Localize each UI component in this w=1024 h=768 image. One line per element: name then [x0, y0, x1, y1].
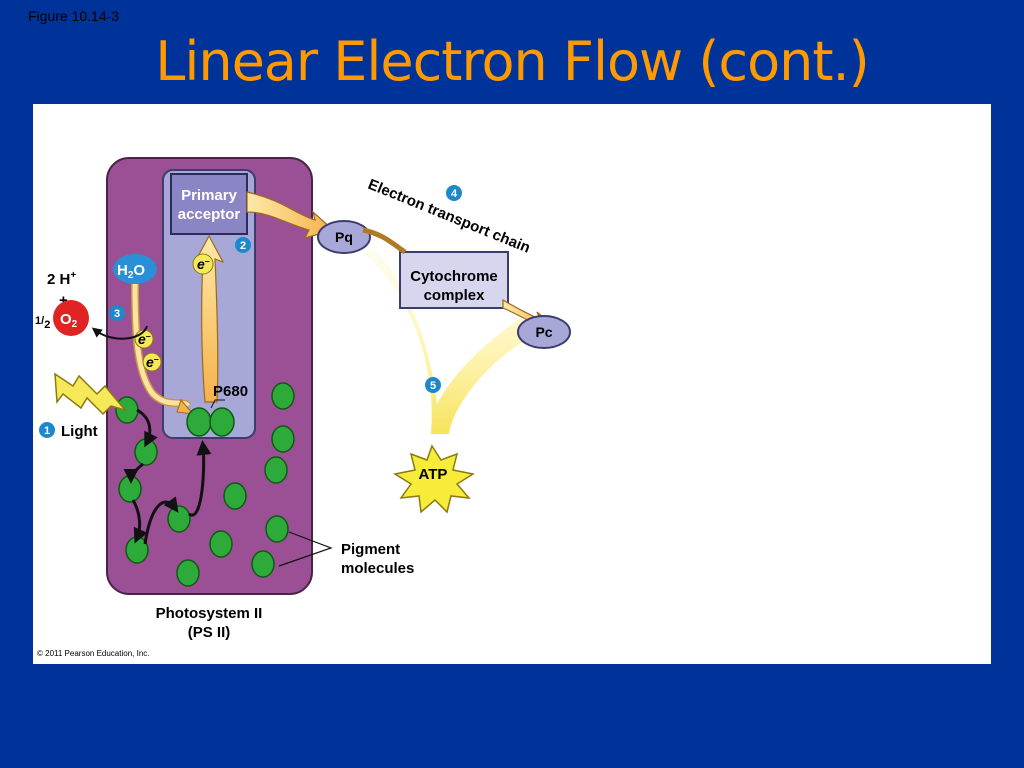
light-label: Light: [61, 423, 98, 440]
atp-energy-glow: [363, 246, 541, 434]
electron-path-arrowhead: [176, 399, 195, 415]
energy-transfer-arrows: [123, 408, 212, 545]
copyright-notice: © 2011 Pearson Education, Inc.: [37, 649, 149, 658]
pigment-molecule: [134, 438, 158, 466]
oxygen-label: O2: [60, 311, 78, 330]
arrow-pq-to-cytochrome: [362, 227, 407, 255]
figure-label: Figure 10.14-3: [28, 8, 120, 24]
pigment-molecule: [264, 456, 288, 484]
slide-title: Linear Electron Flow (cont.): [155, 30, 870, 93]
atp-label: ATP: [419, 466, 448, 483]
pigment-pointer: [278, 531, 333, 567]
pigment-molecule: [118, 475, 142, 503]
step-marker-5: 5: [425, 377, 441, 393]
pigment-label-2: molecules: [341, 560, 414, 577]
pigment-molecule: [223, 482, 247, 510]
pigment-molecule: [271, 382, 295, 410]
pigment-molecule: [167, 505, 191, 533]
diagram-panel: Primary acceptor Pq Cytochrome complex P…: [33, 104, 991, 664]
linear-electron-flow-diagram: Primary acceptor Pq Cytochrome complex P…: [35, 157, 571, 658]
photosystem-label-2: (PS II): [188, 624, 231, 641]
step-marker-3: 3: [109, 305, 125, 321]
half-fraction: 1/2: [35, 315, 50, 331]
pigment-molecule: [176, 559, 200, 587]
svg-text:3: 3: [114, 308, 120, 320]
step-marker-4: 4: [446, 185, 462, 201]
step-marker-1: 1: [39, 422, 55, 438]
step-marker-2: 2: [235, 237, 251, 253]
arrow-p680-to-acceptor: [193, 234, 225, 403]
pq-ellipse: [317, 220, 371, 254]
p680-pointer: [210, 399, 225, 409]
pigment-label: Pigment: [341, 541, 400, 558]
water-molecule: [113, 254, 157, 284]
svg-text:2: 2: [240, 240, 246, 252]
primary-acceptor-label: Primary: [181, 187, 238, 204]
primary-acceptor-box: [170, 173, 248, 235]
primary-acceptor-label-2: acceptor: [178, 206, 241, 223]
pq-label: Pq: [335, 229, 353, 245]
p680-chlorophyll-2: [209, 407, 235, 437]
arrow-to-oxygen: [91, 325, 148, 340]
pigment-molecule: [209, 530, 233, 558]
p680-label: P680: [213, 383, 248, 400]
electron-3-label: e–: [197, 256, 210, 272]
light-bolt: [54, 372, 128, 416]
pigment-molecule: [271, 425, 295, 453]
svg-text:1: 1: [44, 425, 50, 437]
cytochrome-complex-box: [399, 251, 509, 309]
electron-2: [142, 352, 162, 372]
electron-3: [192, 253, 214, 275]
svg-text:5: 5: [430, 380, 436, 392]
pc-ellipse: [517, 315, 571, 349]
pigment-molecule: [265, 515, 289, 543]
protons-label: 2 H+: [47, 270, 76, 288]
atp-starburst: [393, 444, 475, 514]
pigment-molecule: [115, 396, 139, 424]
photosystem-label: Photosystem II: [156, 605, 263, 622]
cytochrome-label: Cytochrome: [410, 268, 498, 285]
oxygen-molecule: [53, 300, 89, 336]
svg-text:4: 4: [451, 188, 458, 200]
pigment-molecule: [251, 550, 275, 578]
electron-2-label: e–: [146, 354, 159, 370]
water-label: H2O: [117, 262, 145, 281]
pc-label: Pc: [535, 324, 552, 340]
pigment-molecules-group: [115, 382, 295, 587]
p680-chlorophyll-1: [186, 407, 212, 437]
plus-label: +: [59, 292, 68, 309]
electron-1-label: e–: [138, 331, 151, 347]
cytochrome-label-2: complex: [424, 287, 486, 304]
